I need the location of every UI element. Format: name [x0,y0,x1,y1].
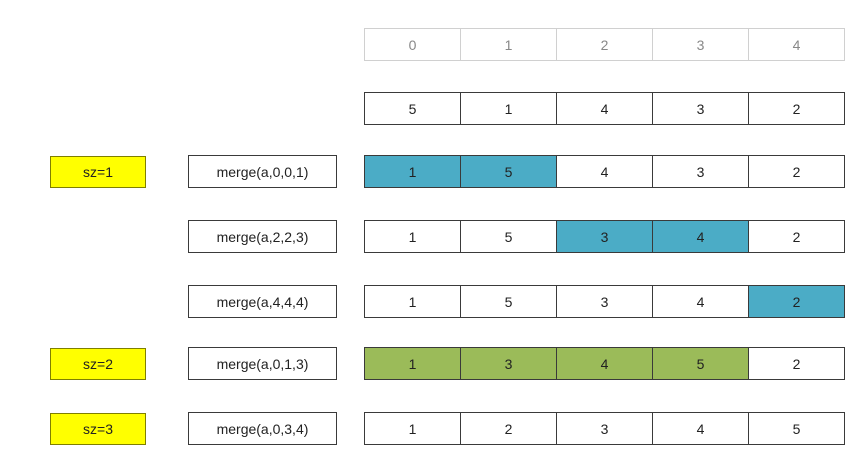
array-cell: 2 [748,220,845,253]
array-cell: 5 [748,412,845,445]
size-label: sz=3 [50,413,146,445]
array-cell: 2 [460,412,557,445]
array-cell: 5 [364,92,461,125]
array-cell: 3 [652,92,749,125]
array-cell: 4 [556,155,653,188]
array-cell: 4 [652,285,749,318]
index-cell-3: 3 [652,28,749,61]
array-cell: 3 [652,155,749,188]
index-cell-1: 1 [460,28,557,61]
array-cell: 1 [364,220,461,253]
merge-call: merge(a,0,3,4) [188,412,337,445]
array-cell: 2 [748,347,845,380]
array-cell: 1 [364,347,461,380]
merge-call: merge(a,4,4,4) [188,285,337,318]
array-cell: 4 [556,92,653,125]
array-cell: 5 [460,285,557,318]
index-cell-2: 2 [556,28,653,61]
merge-call: merge(a,0,1,3) [188,347,337,380]
size-label: sz=1 [50,156,146,188]
merge-call: merge(a,0,0,1) [188,155,337,188]
merge-call: merge(a,2,2,3) [188,220,337,253]
array-cell: 4 [652,412,749,445]
array-cell: 3 [556,220,653,253]
array-cell: 5 [652,347,749,380]
array-cell: 2 [748,285,845,318]
index-cell-4: 4 [748,28,845,61]
array-cell: 2 [748,92,845,125]
array-cell: 4 [652,220,749,253]
array-cell: 5 [460,220,557,253]
array-cell: 4 [556,347,653,380]
size-label: sz=2 [50,348,146,380]
array-cell: 1 [364,155,461,188]
index-cell-0: 0 [364,28,461,61]
array-cell: 3 [556,412,653,445]
array-cell: 1 [364,285,461,318]
array-cell: 1 [460,92,557,125]
array-cell: 2 [748,155,845,188]
array-cell: 3 [556,285,653,318]
array-cell: 3 [460,347,557,380]
array-cell: 1 [364,412,461,445]
array-cell: 5 [460,155,557,188]
